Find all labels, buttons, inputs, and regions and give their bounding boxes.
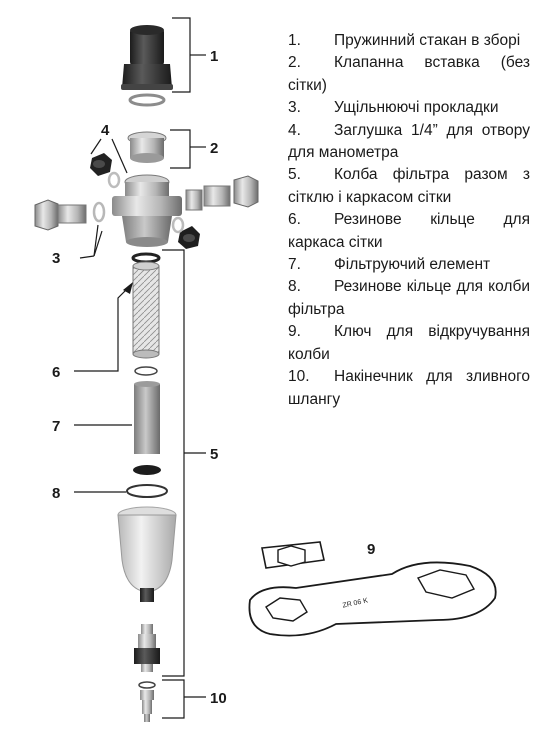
leader-4a (90, 138, 102, 155)
mesh-frame-top-ring (131, 252, 161, 264)
valve-insert (127, 131, 167, 163)
connector-right (185, 175, 259, 211)
mesh-frame-o-ring (134, 366, 158, 376)
callout-1: 1 (210, 48, 218, 65)
callout-9: 9 (367, 541, 375, 558)
legend-item: 8.Резинове кільце для колби фільтра (288, 278, 530, 318)
wrench-ring-piece (261, 541, 325, 569)
legend-item: 6.Резинове кільце для каркаса сітки (288, 211, 530, 251)
filter-element-seal (133, 465, 161, 475)
gauge-plug-left (90, 153, 112, 176)
leader-6-arrowhead (123, 282, 133, 294)
filter-mesh-cage (132, 261, 160, 359)
spring-cap-assembly (121, 25, 173, 90)
leader-3c (93, 230, 103, 257)
bracket-2 (170, 129, 191, 169)
filter-head-body (112, 174, 182, 247)
plug-washer-right (171, 216, 185, 234)
legend-item: 9.Ключ для відкручування колби (288, 323, 530, 363)
legend-item: 2.Клапанна вставка (без сітки) (288, 54, 530, 94)
leader-4b (111, 138, 128, 174)
parts-legend: 1.Пружинний стакан в зборі 2.Клапанна вс… (288, 30, 530, 411)
leader-6 (74, 287, 129, 372)
spring-o-ring (128, 93, 166, 107)
bracket-10 (162, 679, 185, 719)
hose-nozzle (138, 681, 156, 722)
bracket-5 (162, 249, 185, 677)
leader-3b (93, 224, 99, 257)
callout-6: 6 (52, 364, 60, 381)
callout-7: 7 (52, 418, 60, 435)
callout-lines (74, 17, 206, 719)
bowl-wrench (248, 561, 497, 637)
callout-10: 10 (210, 690, 227, 707)
drain-valve (134, 624, 160, 672)
gauge-plug-right (178, 226, 200, 249)
callout-5: 5 (210, 446, 218, 463)
connector-left (34, 199, 106, 231)
legend-item: 3.Ущільнюючі прокладки (288, 99, 499, 117)
legend-item: 7.Фільтруючий елемент (288, 256, 491, 274)
bracket-1 (172, 17, 191, 93)
callout-3: 3 (52, 250, 60, 267)
filter-element (134, 381, 160, 454)
leader-3a (79, 255, 95, 259)
bowl-o-ring (126, 484, 168, 498)
legend-item: 1.Пружинний стакан в зборі (288, 32, 521, 49)
legend-item: 10.Накінечник для зливного шлангу (288, 368, 530, 408)
legend-item: 5.Колба фільтра разом з сітклю і каркасо… (288, 166, 530, 206)
legend-item: 4.Заглушка 1/4” для отвору для манометра (288, 121, 530, 162)
callout-4: 4 (101, 122, 110, 139)
plug-washer-left (107, 171, 121, 189)
callout-8: 8 (52, 485, 60, 502)
filter-bowl (117, 506, 177, 602)
callout-2: 2 (210, 140, 218, 157)
